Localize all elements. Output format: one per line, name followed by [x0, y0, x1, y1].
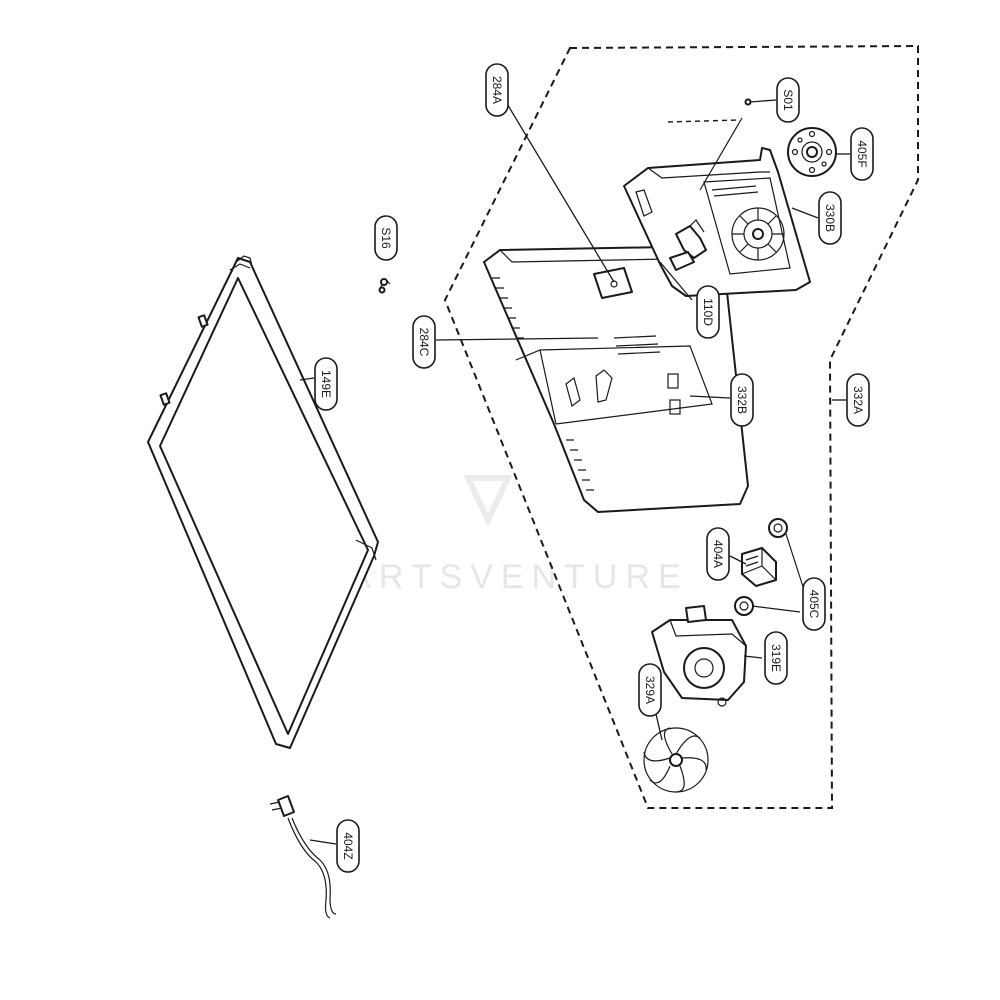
svg-text:149E: 149E: [319, 370, 333, 398]
callout-284A: 284A: [485, 63, 509, 117]
callout-404Z: 404Z: [336, 819, 360, 873]
watermark-text: PARTSVENTURE: [320, 558, 689, 596]
callout-332B: 332B: [730, 373, 754, 427]
svg-text:404Z: 404Z: [341, 832, 355, 859]
svg-text:330B: 330B: [823, 204, 837, 232]
callout-329A: 329A: [638, 663, 662, 717]
callout-404A: 404A: [706, 527, 730, 581]
part-404A-connector: [741, 547, 777, 587]
part-405F-disc: [787, 127, 837, 177]
svg-text:404A: 404A: [711, 540, 725, 568]
callout-110D: 110D: [696, 285, 720, 339]
part-284A-pad: [593, 267, 633, 299]
part-329A-fan-blade: [643, 727, 709, 793]
part-404Z-wire-harness: [269, 795, 337, 919]
callout-405F: 405F: [850, 127, 874, 181]
callout-S16: S16: [374, 215, 398, 261]
callout-405C: 405C: [802, 577, 826, 631]
svg-text:332B: 332B: [735, 386, 749, 414]
svg-text:S16: S16: [379, 227, 393, 249]
svg-text:329A: 329A: [643, 676, 657, 704]
part-319E-motor-housing: [651, 605, 747, 707]
part-110D-clip: [669, 219, 707, 271]
svg-text:284A: 284A: [490, 76, 504, 104]
watermark-logo: PARTSVENTURE: [320, 475, 689, 596]
svg-text:332A: 332A: [851, 386, 865, 414]
svg-text:319E: 319E: [769, 644, 783, 672]
svg-text:S01: S01: [781, 89, 795, 111]
callout-S01: S01: [776, 77, 800, 123]
callout-330B: 330B: [818, 191, 842, 245]
svg-text:405F: 405F: [855, 140, 869, 167]
assembly-boundary-dashed: [443, 44, 919, 809]
leader-lines: [299, 91, 850, 845]
part-149E-frame: [147, 255, 379, 749]
part-332B-housing: [483, 245, 749, 513]
callout-284C: 284C: [412, 315, 436, 369]
svg-text:405C: 405C: [807, 590, 821, 619]
callout-332A: 332A: [846, 373, 870, 427]
callout-149E: 149E: [314, 357, 338, 411]
svg-text:284C: 284C: [417, 328, 431, 357]
callout-319E: 319E: [764, 631, 788, 685]
part-S16-screws: [378, 278, 391, 294]
svg-text:110D: 110D: [701, 298, 715, 326]
